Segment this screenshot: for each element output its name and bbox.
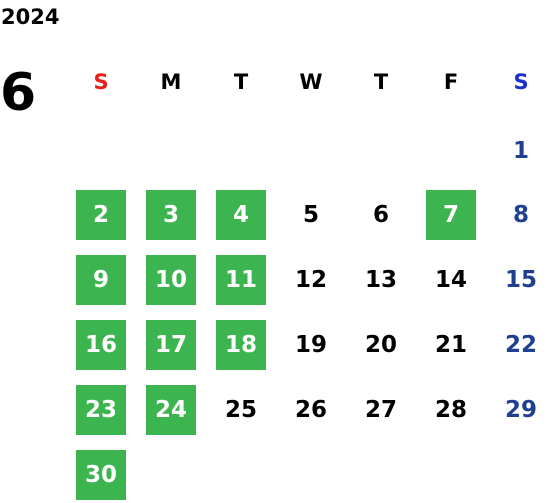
day-cell-24[interactable]: 24 [146,385,196,435]
month-label: 6 [0,63,37,123]
day-cell-20[interactable]: 20 [364,332,397,358]
year-label: 2024 [1,5,60,29]
day-cell-27[interactable]: 27 [364,397,397,423]
day-cell-7[interactable]: 7 [426,190,476,240]
day-cell-10[interactable]: 10 [146,255,196,305]
day-cell-19[interactable]: 19 [294,332,327,358]
day-cell-22[interactable]: 22 [504,332,537,358]
day-cell-23[interactable]: 23 [76,385,126,435]
day-cell-2[interactable]: 2 [76,190,126,240]
day-cell-26[interactable]: 26 [294,397,327,423]
weekday-header-monday: M [160,70,182,94]
day-cell-13[interactable]: 13 [364,267,397,293]
day-cell-21[interactable]: 21 [434,332,467,358]
day-cell-16[interactable]: 16 [76,320,126,370]
weekday-header-saturday: S [513,70,529,94]
day-cell-8[interactable]: 8 [512,202,529,228]
day-cell-30[interactable]: 30 [76,450,126,500]
day-cell-15[interactable]: 15 [504,267,537,293]
weekday-header-sunday: S [93,70,109,94]
weekday-header-wednesday: W [299,70,323,94]
day-cell-28[interactable]: 28 [434,397,467,423]
day-cell-18[interactable]: 18 [216,320,266,370]
weekday-header-thursday: T [373,70,389,94]
weekday-header-tuesday: T [233,70,249,94]
day-cell-9[interactable]: 9 [76,255,126,305]
day-cell-29[interactable]: 29 [504,397,537,423]
weekday-header-friday: F [443,70,459,94]
day-cell-1[interactable]: 1 [512,138,529,164]
day-cell-5[interactable]: 5 [302,202,319,228]
day-cell-17[interactable]: 17 [146,320,196,370]
day-cell-12[interactable]: 12 [294,267,327,293]
day-cell-4[interactable]: 4 [216,190,266,240]
day-cell-25[interactable]: 25 [224,397,257,423]
day-cell-3[interactable]: 3 [146,190,196,240]
day-cell-11[interactable]: 11 [216,255,266,305]
day-cell-6[interactable]: 6 [372,202,389,228]
day-cell-14[interactable]: 14 [434,267,467,293]
